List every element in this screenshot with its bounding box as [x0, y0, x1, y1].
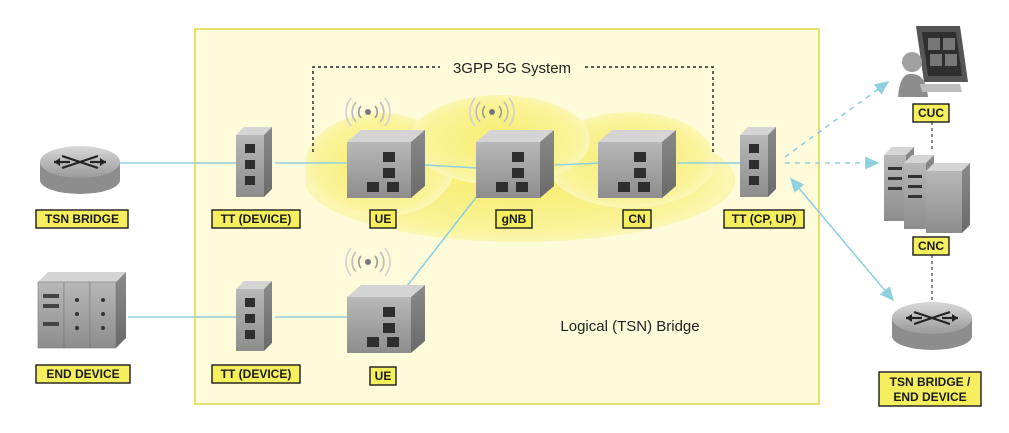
- tt-device-top-icon: [236, 127, 272, 197]
- svg-text:UE: UE: [375, 369, 392, 383]
- svg-text:END DEVICE: END DEVICE: [893, 390, 966, 404]
- label-cnc: CNC: [912, 236, 950, 256]
- 5g-system-label: 3GPP 5G System: [453, 60, 571, 77]
- tsn-bridge-end-device-router-icon: [890, 300, 974, 352]
- svg-text:gNB: gNB: [502, 212, 527, 226]
- tsn-bridge-router-icon: [38, 144, 122, 196]
- tt-cp-up-icon: [740, 127, 776, 197]
- svg-text:TT (CP, UP): TT (CP, UP): [732, 212, 796, 226]
- svg-text:CNC: CNC: [918, 239, 944, 253]
- label-cuc: CUC: [912, 103, 950, 123]
- svg-text:CN: CN: [628, 212, 645, 226]
- link-gnb-cn: [554, 162, 601, 166]
- cuc-workstation-icon: [898, 26, 968, 97]
- ue-top-icon: [347, 130, 425, 198]
- svg-text:UE: UE: [375, 212, 392, 226]
- label-ue-bottom: UE: [369, 366, 397, 386]
- logical-bridge-label: Logical (TSN) Bridge: [560, 318, 699, 335]
- cn-icon: [598, 130, 676, 198]
- 5g-system-bracket-right: [585, 66, 714, 152]
- link-tt-tsnbridge-right: [789, 177, 895, 302]
- svg-text:TT (DEVICE): TT (DEVICE): [221, 212, 292, 226]
- link-ue-bottom-gnb: [399, 194, 479, 296]
- label-tsn-bridge-end-device: TSN BRIDGE / END DEVICE: [878, 371, 982, 407]
- label-tt-device-bottom: TT (DEVICE): [211, 364, 301, 384]
- end-device-server-icon: [37, 272, 126, 349]
- 5g-system-bracket: [312, 66, 440, 152]
- cnc-server-icon: [884, 147, 970, 233]
- link-ue-gnb: [424, 164, 479, 169]
- label-tt-device-top: TT (DEVICE): [211, 209, 301, 229]
- svg-text:TSN BRIDGE: TSN BRIDGE: [45, 212, 119, 226]
- label-end-device-left: END DEVICE: [35, 364, 131, 384]
- label-tsn-bridge-left: TSN BRIDGE: [35, 209, 129, 229]
- gnb-icon: [476, 130, 554, 198]
- svg-text:CUC: CUC: [918, 106, 944, 120]
- link-tt-cuc: [784, 81, 890, 158]
- svg-text:END DEVICE: END DEVICE: [46, 367, 119, 381]
- svg-text:TT (DEVICE): TT (DEVICE): [221, 367, 292, 381]
- label-tt-cp-up: TT (CP, UP): [723, 209, 805, 229]
- ue-bottom-icon: [347, 285, 425, 353]
- svg-text:TSN BRIDGE /: TSN BRIDGE /: [890, 375, 971, 389]
- label-gnb: gNB: [495, 209, 533, 229]
- label-ue-top: UE: [369, 209, 397, 229]
- tt-device-bottom-icon: [236, 281, 272, 351]
- label-cn: CN: [622, 209, 652, 229]
